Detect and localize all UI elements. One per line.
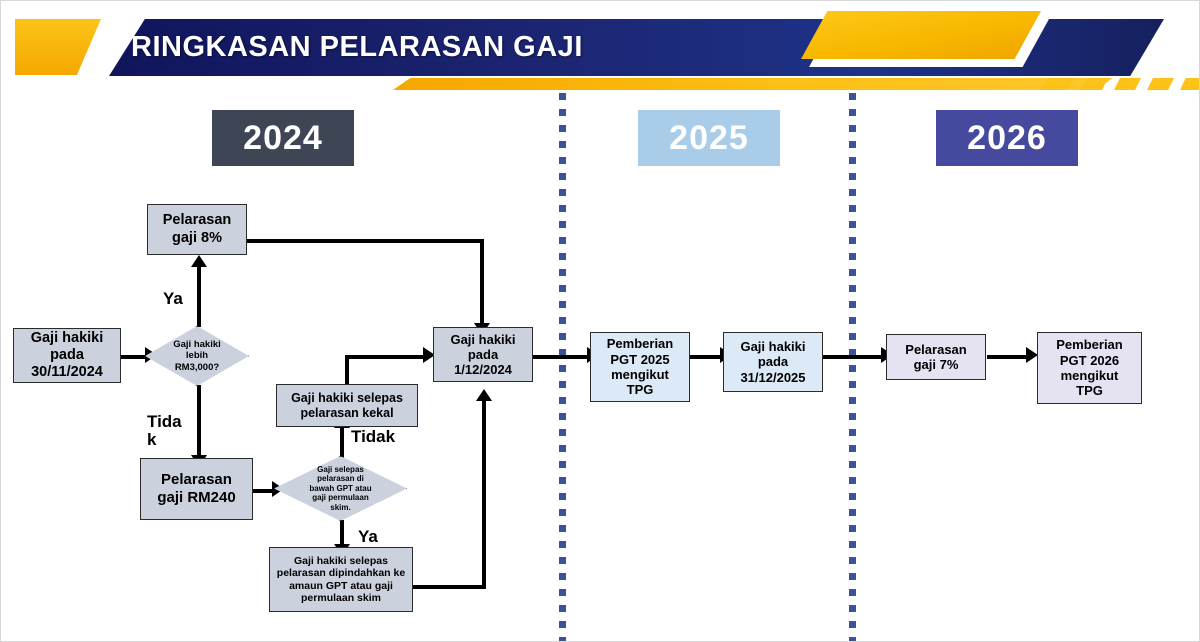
edge-n5-n6-arrow: [476, 389, 492, 401]
edge-d1-n2-arrow: [191, 255, 207, 267]
header-dash-3: [1114, 78, 1141, 90]
header-dash-1: [1041, 78, 1074, 90]
year-badge-2024: 2024: [212, 110, 354, 166]
edge-n2-n6-h: [246, 239, 484, 243]
header-gold-card: [801, 11, 1041, 59]
header-dash-5: [1180, 78, 1199, 90]
node-gaji-hakiki-1-12-2024[interactable]: Gaji hakiki pada 1/12/2024: [433, 327, 533, 382]
edge-n1-d1: [121, 355, 145, 359]
edge-n4-n6-v: [345, 355, 349, 385]
edge-n4-n6-h: [345, 355, 425, 359]
year-badge-2025: 2025: [638, 110, 780, 166]
edge-d1-n3: [197, 385, 201, 457]
node-gaji-hakiki-31-12-2025[interactable]: Gaji hakiki pada 31/12/2025: [723, 332, 823, 392]
edge-n5-n6-h: [411, 585, 486, 589]
edge-label-ya-bottom: Ya: [358, 527, 378, 546]
edge-n9-n10: [987, 355, 1029, 359]
node-pelarasan-gaji-8[interactable]: Pelarasan gaji 8%: [147, 204, 247, 255]
header-yellow-tab: [15, 19, 101, 75]
edge-label-tidak-left: Tida k: [147, 412, 182, 449]
header-gold-underline: [393, 78, 1113, 90]
header-dash-4: [1147, 78, 1174, 90]
edge-n9-n10-arrow: [1026, 347, 1038, 363]
edge-label-tidak-mid: Tidak: [351, 427, 396, 446]
edge-d2-n4: [340, 426, 344, 458]
edge-n7-n8: [690, 355, 723, 359]
edge-n5-n6-v: [482, 401, 486, 589]
year-divider-2024-2025: [559, 93, 566, 641]
year-badge-2026: 2026: [936, 110, 1078, 166]
node-pemberian-pgt-2026[interactable]: Pemberian PGT 2026 mengikut TPG: [1037, 332, 1142, 404]
decision-label: Gaji selepas pelarasan di bawah GPT atau…: [309, 464, 372, 512]
edge-n6-n7: [532, 355, 590, 359]
edge-n2-n6-v: [480, 239, 484, 327]
node-pelarasan-gaji-rm240[interactable]: Pelarasan gaji RM240: [140, 458, 253, 520]
node-decision-gaji-lebih-rm3000[interactable]: Gaji hakiki lebih RM3,000?: [145, 326, 249, 386]
node-gaji-hakiki-30-11-2024[interactable]: Gaji hakiki pada 30/11/2024: [13, 328, 121, 383]
page-title: RINGKASAN PELARASAN GAJI: [131, 30, 583, 63]
node-pemberian-pgt-2025[interactable]: Pemberian PGT 2025 mengikut TPG: [590, 332, 690, 402]
node-pelarasan-gaji-7[interactable]: Pelarasan gaji 7%: [886, 334, 986, 380]
edge-n8-n9: [822, 355, 884, 359]
edge-label-ya-top: Ya: [163, 289, 183, 308]
edge-d2-n5: [340, 520, 344, 547]
header-dash-2: [1081, 78, 1108, 90]
node-gaji-hakiki-selepas-pelarasan-kekal[interactable]: Gaji hakiki selepas pelarasan kekal: [276, 384, 418, 427]
node-decision-gaji-selepas-bawah-gpt[interactable]: Gaji selepas pelarasan di bawah GPT atau…: [274, 456, 407, 521]
node-gaji-hakiki-dipindahkan-gpt[interactable]: Gaji hakiki selepas pelarasan dipindahka…: [269, 547, 413, 612]
edge-d1-n2: [197, 265, 201, 327]
decision-label: Gaji hakiki lebih RM3,000?: [173, 338, 221, 373]
year-divider-2025-2026: [849, 93, 856, 641]
edge-n3-d2: [252, 489, 274, 493]
edge-n4-n6-arrow: [423, 347, 435, 363]
